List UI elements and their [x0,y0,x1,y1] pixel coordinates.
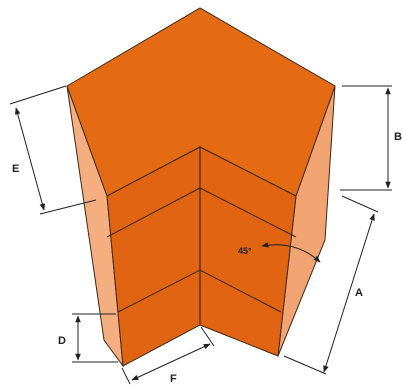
label-f: F [170,373,177,385]
label-a: A [355,287,363,299]
label-angle: 45° [238,246,252,256]
dimension-b: B [340,85,402,191]
label-b: B [394,131,402,143]
angle-annotation: 45° [238,242,321,263]
dimension-e: E [9,85,97,215]
label-d: D [58,335,66,347]
dimension-d: D [58,313,118,363]
dimension-f: F [121,326,215,385]
dimension-a: A [283,195,379,375]
label-e: E [12,163,19,175]
